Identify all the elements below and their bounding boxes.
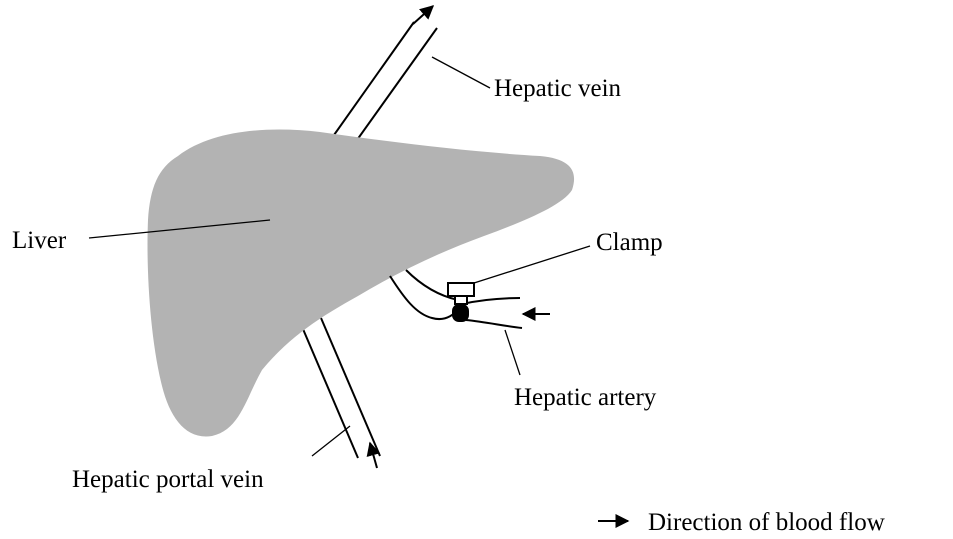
hepatic-vein-leader: [432, 57, 490, 88]
clamp-stem: [455, 296, 467, 304]
hepatic-artery-leader: [505, 330, 520, 375]
clamp-leader: [474, 246, 590, 283]
hepatic-artery-vessel: [390, 270, 550, 328]
hepatic-vein-label: Hepatic vein: [494, 75, 622, 102]
legend-label: Direction of blood flow: [648, 509, 885, 536]
hepatic-portal-vein-label: Hepatic portal vein: [72, 466, 264, 493]
liver-label: Liver: [12, 227, 67, 254]
hepatic-portal-vein-vessel: [300, 318, 380, 468]
clamp-body: [448, 283, 474, 296]
liver-shape: [148, 130, 575, 437]
clamp-label: Clamp: [596, 229, 663, 256]
legend: Direction of blood flow: [598, 509, 885, 536]
hepatic-vein-flow-arrow: [413, 6, 433, 24]
hepatic-artery-label: Hepatic artery: [514, 384, 657, 411]
hepatic-vein-vessel: [334, 6, 437, 140]
portal-vein-leader: [312, 426, 350, 456]
clamp-jaw: [452, 304, 469, 322]
